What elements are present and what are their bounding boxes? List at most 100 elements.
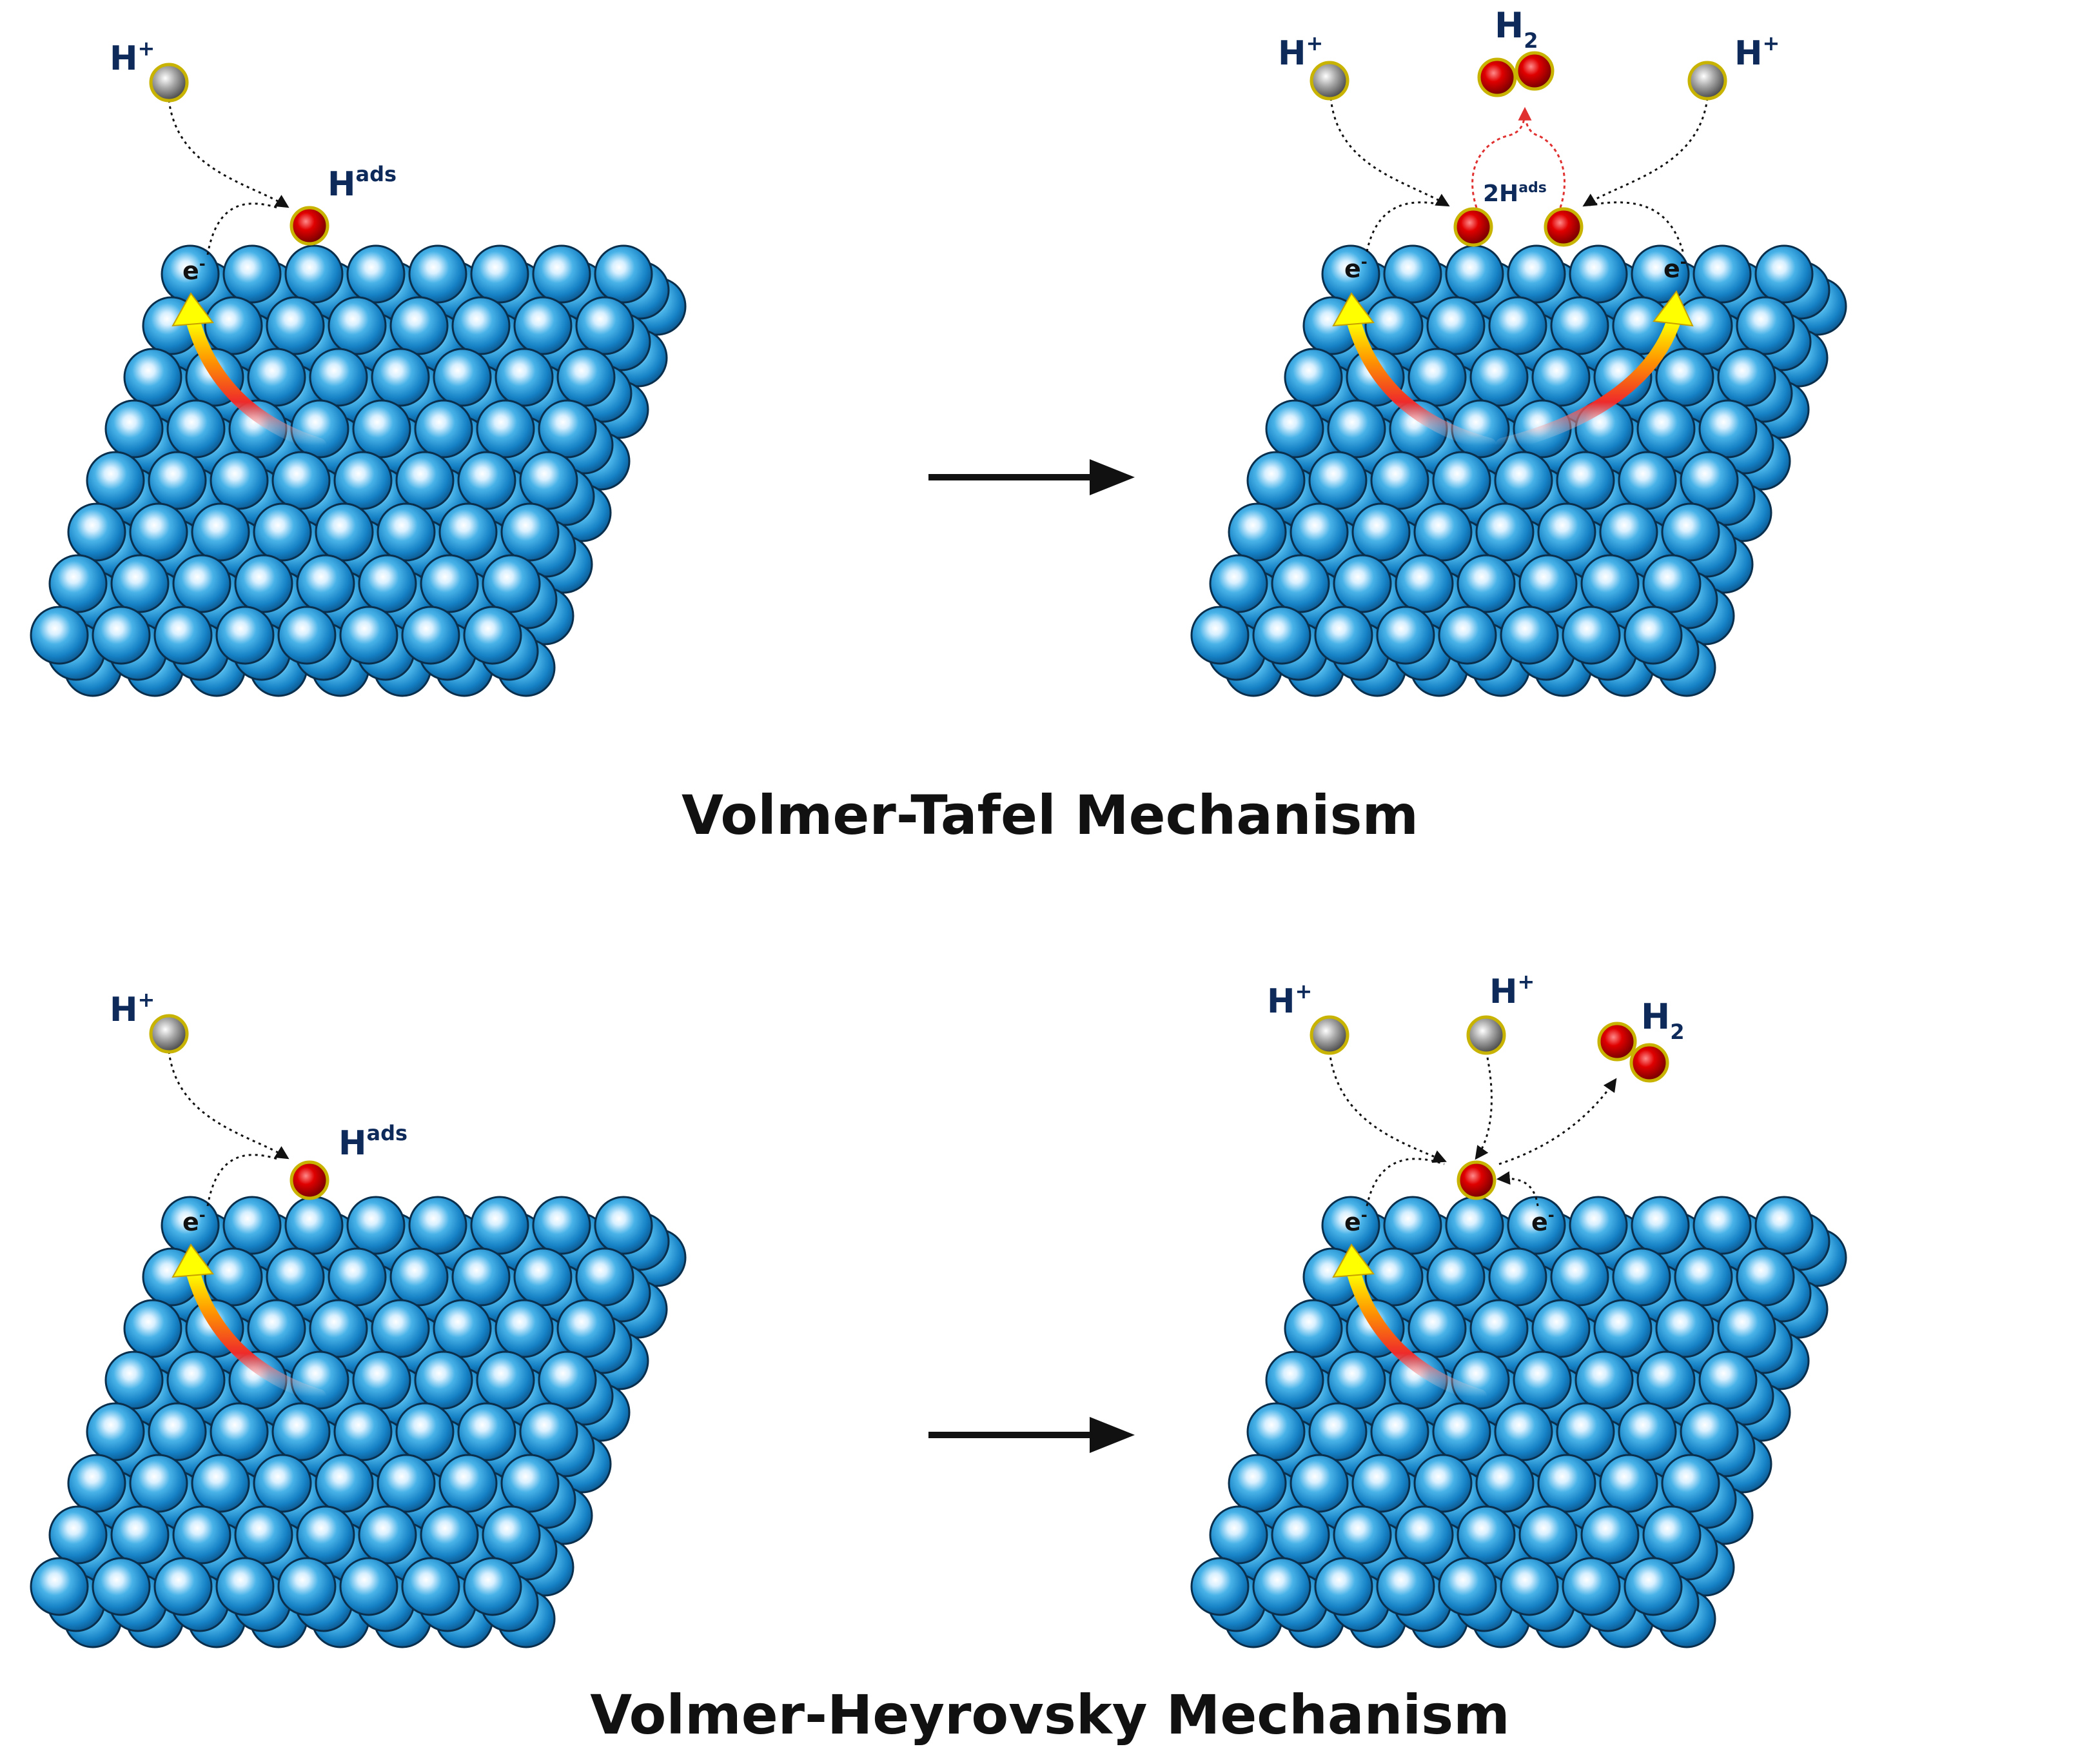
- reaction-arrow-top: [928, 459, 1135, 495]
- electron-label-right: e-: [1531, 1206, 1555, 1236]
- surface-atom: [1228, 502, 1287, 562]
- surface-atom: [277, 606, 337, 665]
- surface-atom: [1494, 451, 1553, 510]
- surface-atom: [463, 1557, 522, 1616]
- electron-path-bottom-right: [1332, 1243, 1487, 1403]
- surface-atom: [1661, 1454, 1720, 1513]
- surface-atom: [389, 1247, 449, 1307]
- surface-atom: [476, 399, 535, 459]
- surface-atom: [433, 1299, 492, 1358]
- surface-atom: [1190, 1557, 1250, 1616]
- surface-atom: [1599, 1454, 1658, 1513]
- surface-atom: [215, 1557, 275, 1616]
- surface-atom: [30, 606, 89, 665]
- h2-atom-1: [1597, 1022, 1637, 1062]
- surface-atom: [1314, 1557, 1373, 1616]
- surface-atom: [222, 244, 282, 304]
- surface-atom: [1531, 1299, 1591, 1358]
- surface-atom: [215, 606, 275, 665]
- electron-to-h-path: [206, 203, 278, 255]
- surface-atom: [1290, 502, 1349, 562]
- surface-atom: [1575, 1350, 1634, 1410]
- surface-atom: [1500, 606, 1559, 665]
- slab-atoms: [1190, 1196, 1847, 1648]
- surface-atom: [1364, 1247, 1424, 1307]
- h2-release-path: [1498, 1078, 1617, 1165]
- proton-label: H+: [110, 36, 155, 78]
- surface-atom: [346, 1196, 406, 1255]
- proton-path-left: [1330, 97, 1450, 207]
- surface-atom: [1717, 348, 1776, 407]
- surface-atom: [451, 296, 511, 355]
- surface-atom: [1383, 1196, 1442, 1255]
- surface-atom: [1469, 1299, 1529, 1358]
- surface-atom: [92, 606, 151, 665]
- slab-bottom-right: [1190, 1196, 1847, 1648]
- surface-atom: [482, 1505, 541, 1565]
- electron-to-h-path-right: [1496, 1171, 1539, 1207]
- surface-atom: [1228, 1454, 1287, 1513]
- surface-atom: [1693, 244, 1752, 304]
- slab-top-left: [30, 244, 687, 697]
- surface-atom: [1556, 451, 1615, 510]
- surface-atom: [1736, 296, 1795, 355]
- surface-atom: [129, 502, 188, 562]
- surface-atom: [153, 606, 213, 665]
- surface-atom: [519, 1402, 578, 1461]
- electron-path-bottom-left: [172, 1243, 326, 1403]
- surface-atom: [1408, 348, 1467, 407]
- title-volmer-heyrovsky: Volmer-Heyrovsky Mechanism: [590, 1683, 1510, 1746]
- surface-atom: [315, 502, 374, 562]
- surface-atom: [470, 1196, 529, 1255]
- surface-atom: [1438, 1557, 1497, 1616]
- electron-label-left: e-: [1344, 1206, 1368, 1236]
- surface-atom: [1265, 399, 1324, 459]
- surface-atom: [395, 1402, 455, 1461]
- surface-atom: [284, 244, 344, 304]
- adsorbed-h-atom: [289, 206, 329, 246]
- surface-atom: [556, 348, 616, 407]
- surface-atom: [86, 1402, 145, 1461]
- surface-atom: [1308, 1402, 1368, 1461]
- volmer-step-top: H+ Hads e-: [110, 36, 397, 285]
- surface-atom: [1618, 1402, 1677, 1461]
- electron-label-right: e-: [1663, 253, 1687, 283]
- surface-atom: [1469, 348, 1529, 407]
- surface-atom: [457, 451, 516, 510]
- surface-atom: [253, 1454, 312, 1513]
- surface-atom: [339, 606, 398, 665]
- surface-atom: [1642, 1505, 1702, 1565]
- surface-atom: [166, 399, 226, 459]
- surface-atom: [476, 1350, 535, 1410]
- surface-atom: [420, 554, 479, 613]
- surface-atom: [1370, 451, 1429, 510]
- surface-atom: [1252, 606, 1311, 665]
- electron-label-left: e-: [1344, 253, 1368, 283]
- title-volmer-tafel: Volmer-Tafel Mechanism: [681, 784, 1419, 847]
- proton-path-center: [1475, 1051, 1493, 1160]
- surface-atom: [1537, 502, 1596, 562]
- slab-atoms: [30, 1196, 687, 1648]
- surface-atom: [451, 1247, 511, 1307]
- surface-atom: [1327, 1350, 1386, 1410]
- surface-atom: [191, 502, 250, 562]
- surface-atom: [1674, 1247, 1733, 1307]
- surface-atom: [1376, 1557, 1435, 1616]
- surface-atom: [1661, 502, 1720, 562]
- surface-atom: [457, 1402, 516, 1461]
- surface-atom: [1693, 1196, 1752, 1255]
- electron-label: e-: [182, 255, 206, 285]
- surface-atom: [104, 1350, 164, 1410]
- proton-atom-left: [1310, 1015, 1349, 1055]
- surface-atom: [594, 1196, 653, 1255]
- surface-atom: [408, 244, 467, 304]
- surface-atom: [1636, 399, 1696, 459]
- surface-atom: [129, 1454, 188, 1513]
- surface-atom: [1209, 1505, 1268, 1565]
- surface-atom: [1593, 348, 1653, 407]
- surface-atom: [1550, 1247, 1609, 1307]
- tafel-step: H+ H+ H2 2Hads e- e-: [1278, 5, 1780, 283]
- surface-atom: [495, 348, 554, 407]
- surface-atom: [1376, 606, 1435, 665]
